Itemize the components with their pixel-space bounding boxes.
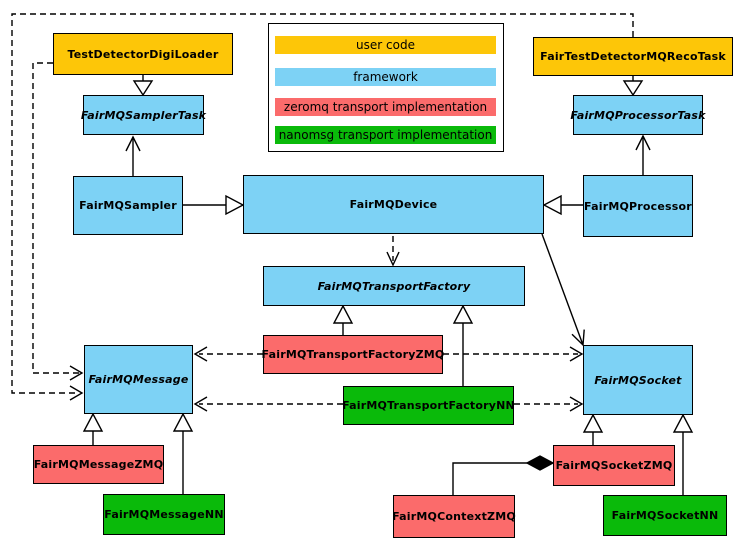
node-fairmq-transport-factory-nn: FairMQTransportFactoryNN	[342, 386, 515, 425]
edge-inheritance-recotask-processortask	[622, 76, 644, 97]
edge-inheritance-factorynn-factory	[452, 304, 474, 386]
node-test-detector-digi-loader: TestDetectorDigiLoader	[53, 33, 233, 75]
legend-item-framework: framework	[275, 68, 496, 86]
node-fairmq-context-zmq: FairMQContextZMQ	[392, 495, 516, 538]
legend-item-zeromq: zeromq transport implementation	[275, 98, 496, 116]
edge-dependency-factoryzmq-message	[193, 346, 263, 362]
node-fairmq-sampler: FairMQSampler	[73, 176, 183, 235]
edge-inheritance-messagezmq-message	[82, 412, 104, 445]
edge-inheritance-socketzmq-socket	[582, 413, 604, 445]
node-fairmq-message: FairMQMessage	[84, 345, 193, 414]
edge-association-sampler-samplertask	[125, 135, 141, 176]
node-fairmq-processor: FairMQProcessor	[583, 175, 693, 237]
node-fair-test-detector-mq-reco-task: FairTestDetectorMQRecoTask	[533, 37, 733, 76]
node-fairmq-message-zmq: FairMQMessageZMQ	[33, 445, 164, 484]
node-fairmq-processor-task: FairMQProcessorTask	[570, 95, 705, 135]
legend-item-user-code: user code	[275, 36, 496, 54]
node-fairmq-message-nn: FairMQMessageNN	[103, 494, 225, 535]
edge-dependency-recotask-message	[11, 13, 634, 401]
edge-inheritance-processor-device	[542, 194, 583, 216]
node-fairmq-transport-factory: FairMQTransportFactory	[263, 266, 525, 306]
edge-association-processor-processortask	[635, 134, 651, 175]
edge-inheritance-sampler-device	[183, 194, 245, 216]
legend-item-nanomsg: nanomsg transport implementation	[275, 126, 496, 144]
edge-inheritance-messagenn-message	[172, 412, 194, 494]
node-fairmq-socket-nn: FairMQSocketNN	[603, 495, 727, 536]
edge-association-device-socket	[541, 233, 585, 347]
edge-composition-socketzmq-contextzmq	[452, 455, 555, 495]
edge-dependency-factorynn-socket	[514, 396, 584, 412]
node-fairmq-socket-zmq: FairMQSocketZMQ	[553, 445, 675, 486]
legend-box: user code framework zeromq transport imp…	[268, 23, 504, 152]
node-fairmq-device: FairMQDevice	[243, 175, 544, 234]
node-fairmq-sampler-task: FairMQSamplerTask	[81, 95, 206, 135]
edge-inheritance-factoryzmq-factory	[332, 304, 354, 335]
edge-dependency-device-factory	[386, 236, 400, 267]
edge-dependency-factorynn-message	[193, 396, 343, 412]
node-fairmq-transport-factory-zmq: FairMQTransportFactoryZMQ	[262, 335, 444, 374]
edge-inheritance-socketnn-socket	[672, 413, 694, 495]
node-fairmq-socket: FairMQSocket	[583, 345, 693, 415]
edge-dependency-factoryzmq-socket	[443, 346, 584, 362]
edge-inheritance-digiloader-samplertask	[132, 75, 154, 97]
edge-dependency-digiloader-message	[32, 62, 84, 381]
